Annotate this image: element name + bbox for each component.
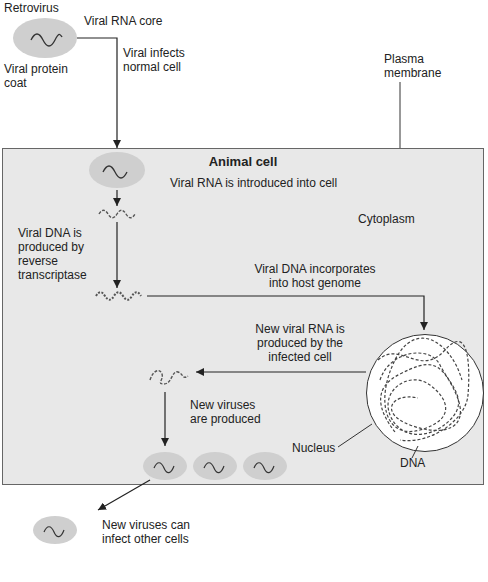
virus-particle — [89, 152, 145, 188]
rna-squiggle — [154, 463, 174, 473]
node-title: Nucleus — [292, 441, 335, 455]
annotation: Viral protein coat — [4, 62, 84, 90]
rna-squiggle — [31, 34, 62, 46]
edge-label: Viral infects normal cell — [123, 46, 223, 74]
leader-line — [400, 82, 401, 148]
arrow — [116, 190, 117, 206]
arrow — [196, 371, 366, 372]
viral-rna — [150, 371, 188, 384]
leader-line — [338, 424, 372, 447]
node-title: Animal cell — [3, 155, 483, 169]
rna-squiggle — [204, 463, 224, 473]
rna-squiggle — [44, 527, 64, 537]
rna-squiggle — [103, 166, 127, 178]
virus-particle: Retrovirus — [13, 18, 77, 58]
annotation: New viral RNA is produced by the infecte… — [236, 322, 364, 364]
annotation: DNA — [400, 456, 425, 470]
viral-rna — [99, 210, 135, 218]
connector-arrow — [77, 38, 117, 148]
virus-particle — [33, 516, 77, 544]
annotation: Viral DNA incorporates into host genome — [245, 262, 385, 290]
viral-dna — [96, 292, 141, 300]
host-dna — [381, 365, 461, 432]
virus-particle — [193, 452, 237, 480]
annotation: New viruses can infect other cells — [102, 518, 222, 546]
annotation: Viral RNA core — [84, 14, 162, 28]
annotation: Viral DNA is produced by reverse transcr… — [18, 226, 110, 282]
annotation: New viruses are produced — [190, 398, 270, 426]
host-dna — [378, 341, 469, 440]
rna-squiggle — [254, 463, 274, 473]
virus-particle — [243, 452, 287, 480]
arrow — [116, 222, 117, 288]
annotation: Viral RNA is introduced into cell — [170, 176, 337, 190]
arrow — [98, 480, 150, 510]
arrow — [164, 392, 165, 446]
host-dna — [380, 338, 462, 434]
animal-cell: Animal cellNucleus — [2, 148, 484, 485]
node-title: Retrovirus — [4, 1, 59, 15]
annotation: Plasma membrane — [384, 52, 464, 80]
annotation: Cytoplasm — [358, 212, 415, 226]
virus-particle — [143, 452, 187, 480]
